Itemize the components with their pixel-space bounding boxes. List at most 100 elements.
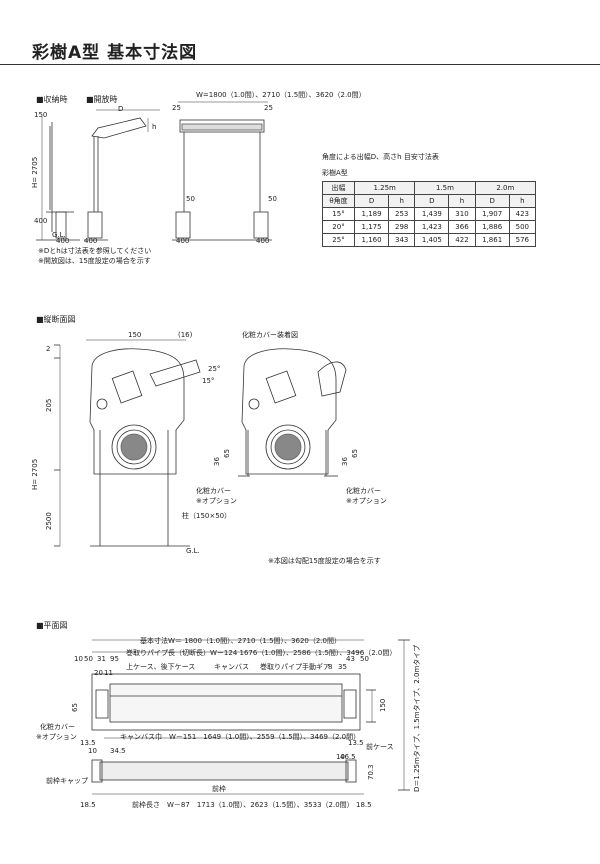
plan-front-frame: 前枠 — [212, 785, 226, 793]
plan-front-cap: 前枠キャップ — [46, 777, 88, 785]
sec-dim-25: 25° — [208, 365, 221, 373]
dim-D: D — [118, 105, 124, 113]
cell: 310 — [448, 207, 476, 221]
row-angle: 15° — [321, 207, 356, 221]
plan-label: ■平面図 — [36, 621, 68, 630]
cell: 366 — [448, 220, 476, 234]
option-b: ※オプション — [346, 497, 387, 505]
cell: 1,439 — [414, 207, 450, 221]
sec-dim-65-a: 65 — [223, 449, 231, 458]
dim-400-front-a: 400 — [176, 237, 190, 245]
cell: 1,160 — [354, 233, 390, 247]
row-angle: 20° — [321, 220, 356, 234]
plan-upper-case: 上ケース、後下ケース — [126, 663, 196, 671]
plan-left-50: 50 — [84, 655, 93, 663]
angle-table-caption: 角度による出幅D、高さh 目安寸法表 — [322, 153, 439, 161]
open-label: ■開放時 — [86, 95, 118, 104]
dim-400-a: 400 — [34, 217, 48, 225]
dim-h-total: H= 2705 — [31, 156, 39, 188]
dim-25-a: 25 — [172, 104, 181, 112]
cell: 1,886 — [474, 220, 510, 234]
angle-table: 出幅 1.25m 1.5m 2.0m θ角度 D h D h D h 15° 1… — [321, 181, 537, 247]
plan-pipe-cut: 巻取りパイプ長（切断長）W－124 1676（1.0間）、2586（1.5間）、… — [126, 649, 397, 657]
plan-20: 20 — [94, 669, 103, 677]
sub-D-2: D — [414, 194, 450, 208]
cell: 423 — [508, 207, 537, 221]
sub-h-1: h — [388, 194, 416, 208]
page-title: 彩樹A型 基本寸法図 — [32, 43, 198, 63]
plan-front-case: 前ケース — [366, 743, 394, 751]
plan-10-a: 10 — [88, 747, 97, 755]
post-label: 柱（150×50） — [182, 512, 232, 520]
plan-35: 35 — [338, 663, 347, 671]
plan-gear: 手動ギア — [302, 663, 330, 671]
sec-dim-150: 150 — [128, 331, 142, 339]
plan-11: 11 — [104, 669, 113, 677]
sec-dim-15: 15° — [202, 377, 215, 385]
width-2: 1.5m — [414, 181, 476, 195]
dim-400-b: 400 — [56, 237, 70, 245]
top-note-2: ※開放図は、15度設定の場合を示す — [38, 257, 151, 265]
cell: 500 — [508, 220, 537, 234]
plan-10-b: 10 — [336, 753, 345, 761]
section-label: ■縦断面図 — [36, 315, 76, 324]
plan-46-5: 46.5 — [340, 753, 356, 761]
plan-34-5: 34.5 — [110, 747, 126, 755]
dim-400-front-b: 400 — [256, 237, 270, 245]
plan-70-3: 70.3 — [367, 764, 375, 780]
top-note-1: ※Dとhは寸法表を参照してください — [38, 247, 152, 255]
plan-13-5-b: 13.5 — [348, 739, 364, 747]
plan-canvas: キャンバス — [214, 663, 249, 671]
plan-right-43: 43 — [346, 655, 355, 663]
plan-canvas-width: キャンバス巾 W－151 1649（1.0間）、2559（1.5間）、3469（… — [120, 733, 361, 741]
sec-dim-2: 2 — [46, 345, 51, 353]
row-angle: 25° — [321, 233, 356, 247]
dim-400-c: 400 — [84, 237, 98, 245]
cell: 576 — [508, 233, 537, 247]
cover-b: 化粧カバー — [346, 487, 381, 495]
sub-D-3: D — [474, 194, 510, 208]
corner-bottom: θ角度 — [321, 194, 356, 208]
plan-cover: 化粧カバー — [40, 723, 75, 731]
sec-dim-H: H= 2705 — [31, 458, 39, 490]
plan-left-31: 31 — [97, 655, 106, 663]
plan-frame-length: 前枠長さ W－87 1713（1.0間）、2623（1.5間）、3533（2.0… — [132, 801, 354, 809]
sec-dim-2500: 2500 — [45, 512, 53, 530]
sec-dim-16: (16) — [178, 331, 193, 339]
plan-depth: D＝1.25mタイプ、1.5mタイプ、2.0mタイプ — [413, 644, 421, 792]
plan-right-50: 50 — [360, 655, 369, 663]
corner-top: 出幅 — [321, 181, 356, 195]
sub-h-3: h — [508, 194, 537, 208]
dim-gl: G.L. — [52, 231, 66, 239]
plan-18-5-b: 18.5 — [356, 801, 372, 809]
table-row: 20° 1,175 298 1,423 366 1,886 500 — [321, 220, 537, 234]
sec-dim-36-a: 36 — [213, 457, 221, 466]
angle-table-model: 彩樹A型 — [322, 169, 348, 177]
cell: 1,405 — [414, 233, 450, 247]
sec-gl: G.L. — [186, 547, 200, 555]
dim-50-b: 50 — [268, 195, 277, 203]
option-a: ※オプション — [196, 497, 237, 505]
cell: 298 — [388, 220, 416, 234]
plan-150: 150 — [379, 698, 387, 712]
title-rule — [0, 64, 600, 65]
sub-D-1: D — [354, 194, 390, 208]
plan-8: 8 — [328, 663, 333, 671]
sec-dim-205: 205 — [45, 398, 53, 412]
dim-25-b: 25 — [264, 104, 273, 112]
cell: 1,861 — [474, 233, 510, 247]
plan-left-10: 10 — [74, 655, 83, 663]
plan-option: ※オプション — [36, 733, 77, 741]
cell: 253 — [388, 207, 416, 221]
table-row: 15° 1,189 253 1,439 310 1,907 423 — [321, 207, 537, 221]
plan-left-95: 95 — [110, 655, 119, 663]
dim-h: h — [152, 123, 157, 131]
cell: 422 — [448, 233, 476, 247]
cell: 1,907 — [474, 207, 510, 221]
sec-dim-36-b: 36 — [341, 457, 349, 466]
cell: 1,175 — [354, 220, 390, 234]
plan-basic: 基本寸法W＝ 1800（1.0間）、2710（1.5間）、3620（2.0間） — [140, 637, 341, 645]
dim-50-a: 50 — [186, 195, 195, 203]
cell: 1,423 — [414, 220, 450, 234]
